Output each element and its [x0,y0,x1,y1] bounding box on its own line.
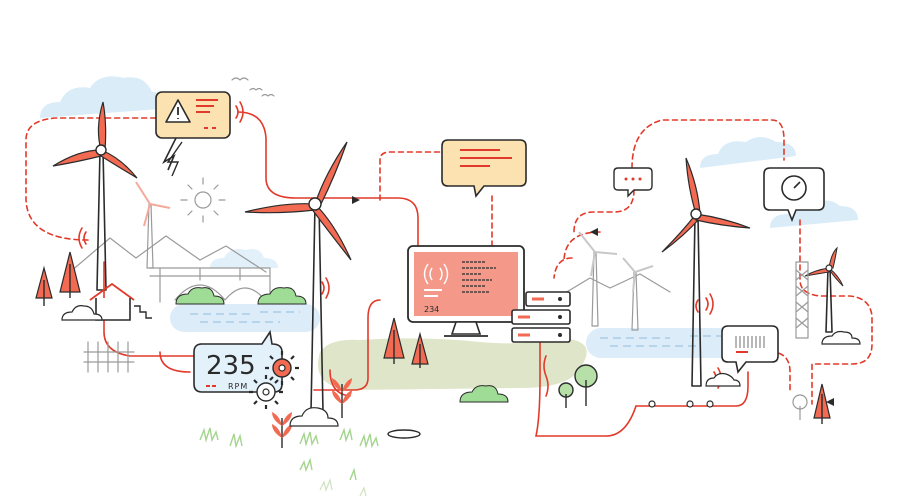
plant [272,378,352,448]
server-icon [511,291,571,343]
wind-turbine [804,246,844,333]
monitor-reading: 234 [424,305,439,314]
speedometer-icon [781,175,807,201]
rpm-value: 235 [206,351,256,381]
sun-icon [180,177,226,223]
chat-bubble-icon [721,325,779,374]
grass-island [318,338,587,390]
chat-bubble-icon [155,91,231,171]
chat-bubble-icon [613,167,653,198]
wind-turbine [622,257,654,331]
wind-turbine [135,181,171,269]
hills [69,235,671,297]
data-nodes [352,196,834,408]
bridge-icon [149,267,271,303]
grass [319,477,367,497]
wind-turbine [52,101,138,291]
cloud-icon [210,249,278,268]
wind-turbine [661,157,751,387]
birds-icon [231,77,275,97]
tree-icon [558,364,808,420]
ground-hole [387,429,421,439]
house-icon [89,282,152,321]
wind-turbine [578,231,618,327]
rpm-unit: RPM [228,382,248,391]
tree-icon [35,251,831,424]
lake [170,304,746,358]
grass [199,427,379,481]
wifi-signal-icon [78,101,714,315]
chat-bubble-icon [441,139,527,198]
gear-icon [249,375,283,409]
lightning-icon [166,141,183,177]
cloud-icon [40,76,174,118]
warning-icon [165,99,218,129]
fence-icon [83,341,135,373]
cloud-icon [175,287,509,403]
cloud-icon [61,305,861,427]
pylon-icon [795,261,809,339]
monitor-icon [407,245,525,337]
gear-icon [265,351,299,385]
